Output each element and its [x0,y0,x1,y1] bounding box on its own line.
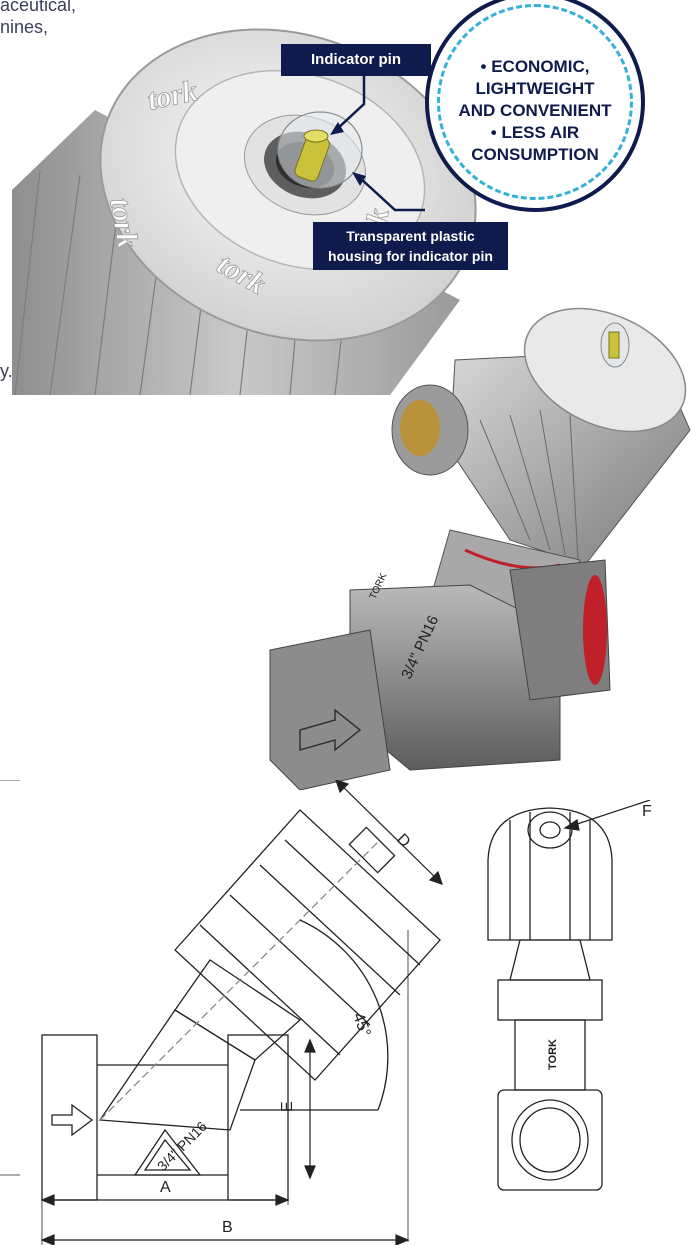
body-text-fragment-3: y. [0,361,13,381]
valve-3d-render: 3/4" PN16 TORK [269,307,691,790]
callout-housing-line2: housing for indicator pin [328,248,493,264]
badge-line-3: AND CONVENIENT [458,101,612,120]
badge-dashed-ring [437,4,633,200]
dim-label-a: A [160,1179,171,1196]
body-text-fragment-2: nines, [0,17,49,37]
feature-badge: • ECONOMIC, LIGHTWEIGHT AND CONVENIENT •… [425,0,645,212]
callout-transparent-housing: Transparent plastic housing for indicato… [313,222,508,270]
technical-drawing-side: 3/4" PN16 A B D E 45° [0,780,443,1245]
callout-indicator-pin: Indicator pin [281,44,431,76]
badge-line-5: CONSUMPTION [471,145,599,164]
callout-housing-line1: Transparent plastic [346,228,475,244]
body-text-fragment-1: aceutical, [0,0,77,15]
dim-label-d: D [393,831,413,851]
front-brand-marking: TORK [547,1039,559,1070]
badge-line-2: LIGHTWEIGHT [475,79,595,98]
dim-label-e: E [279,1101,296,1112]
dim-label-angle: 45° [349,1011,373,1040]
actuator-closeup-render: tork tork tork tork [12,28,477,396]
badge-text: • ECONOMIC, LIGHTWEIGHT AND CONVENIENT •… [429,56,641,166]
dim-label-b: B [222,1219,233,1236]
technical-drawing-front: F TORK [487,800,652,1191]
badge-line-1: • ECONOMIC, [480,57,590,76]
badge-line-4: • LESS AIR [490,123,580,142]
dim-label-f: F [642,803,652,820]
